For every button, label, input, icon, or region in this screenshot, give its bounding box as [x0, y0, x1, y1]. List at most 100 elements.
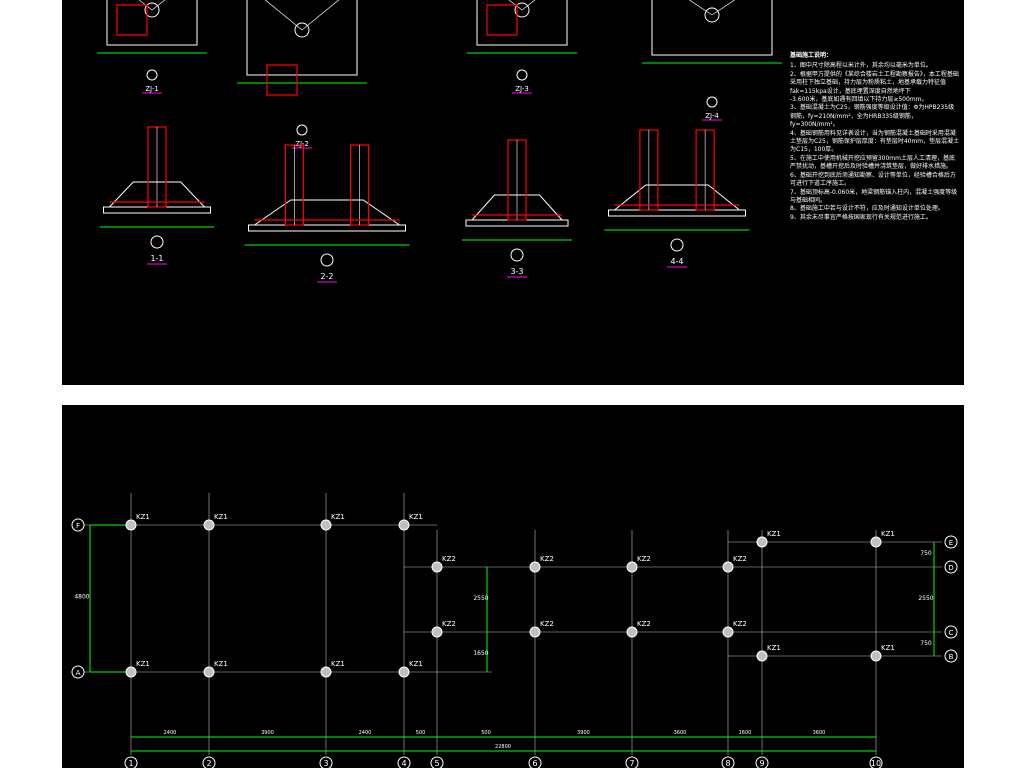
column-label: KZ1: [136, 513, 150, 521]
axis-bubble: [706, 96, 718, 108]
footing-slope-line: [151, 0, 166, 11]
footing-outline: [651, 0, 773, 56]
column-marker: [529, 626, 541, 638]
column-label: KZ1: [767, 530, 781, 538]
column-label: KZ1: [214, 660, 228, 668]
axis-label: 3: [323, 759, 328, 768]
axis-bubble: [944, 649, 958, 663]
dimension-text: 2400: [164, 730, 177, 736]
column-marker: [626, 561, 638, 573]
axis-bubble: [124, 756, 138, 768]
dimension-text: 3600: [674, 730, 687, 736]
note-line: 3、基础混凝土为C25，钢筋强度等级设计值：Φ为HPB235级钢筋，fy=210…: [790, 104, 955, 129]
column-label: KZ2: [540, 555, 554, 563]
column-marker: [398, 519, 410, 531]
axis-label: 9: [759, 759, 764, 768]
axis-bubble: [516, 69, 528, 81]
dimension-text: 500: [416, 730, 426, 736]
axis-label: 2: [206, 759, 211, 768]
dimension-text: 750: [920, 550, 932, 557]
footing-section: [254, 199, 400, 226]
dimension-text: 500: [481, 730, 491, 736]
note-line: 4、基础钢筋用料见详表设计，当为钢筋混凝土基础时采用混凝土垫层为C25，钢筋保护…: [790, 129, 960, 154]
column-marker: [870, 650, 882, 662]
axis-bubble: [430, 756, 444, 768]
section-label: 1-1: [150, 254, 163, 263]
axis-bubble: [71, 518, 85, 532]
rebar-detail: [266, 64, 298, 96]
column-label: KZ1: [214, 513, 228, 521]
note-line: 7、基础顶标高-0.060米，地梁钢筋锚入柱内，混凝土强度等级与基础相同。: [790, 188, 958, 204]
axis-label: 8: [725, 759, 730, 768]
column-label: KZ1: [881, 644, 895, 652]
footing-outline: [246, 0, 358, 76]
column-marker: [398, 666, 410, 678]
axis-bubble: [755, 756, 769, 768]
footing-label: ZJ-3: [515, 85, 529, 93]
footing-slope-line: [508, 0, 523, 11]
column-marker: [320, 519, 332, 531]
dimension-text: 4800: [74, 594, 89, 601]
axis-bubble: [296, 124, 308, 136]
dimension-text: 3900: [577, 730, 590, 736]
column-label: KZ2: [637, 555, 651, 563]
column-marker: [529, 561, 541, 573]
note-line: 9、其余未尽事宜严格按国家现行有关规范进行施工。: [790, 213, 932, 221]
column-label: KZ2: [540, 620, 554, 628]
axis-bubble: [510, 248, 524, 262]
footing-base: [103, 206, 211, 214]
note-line: 5、在施工中使用机械开挖应预留300mm土层人工清理，基底严禁扰动，基槽开挖后及…: [790, 154, 955, 171]
column-marker: [756, 536, 768, 548]
section-label: 2-2: [320, 272, 333, 281]
dimension-text: 3600: [813, 730, 826, 736]
column-marker: [431, 626, 443, 638]
axis-label: 5: [434, 759, 439, 768]
column-marker: [722, 626, 734, 638]
dimension-text: 3900: [261, 730, 274, 736]
footing-slope-line: [301, 0, 340, 31]
axis-label: D: [948, 564, 953, 572]
column-marker: [203, 519, 215, 531]
column-label: KZ2: [637, 620, 651, 628]
dimension-text: 1600: [739, 730, 752, 736]
axis-bubble: [150, 235, 164, 249]
axis-label: 7: [629, 759, 634, 768]
section-1-1: 1-1: [99, 126, 215, 265]
section-label: 4-4: [670, 257, 683, 266]
column-marker: [756, 650, 768, 662]
column-label: KZ2: [733, 555, 747, 563]
note-line: -3.600米，基底如遇有回填以下持力层≥500mm。: [790, 96, 928, 104]
column-label: KZ1: [331, 513, 345, 521]
footing-label: ZJ-2: [295, 140, 309, 148]
column-label: KZ1: [409, 513, 423, 521]
column-label: KZ2: [442, 620, 456, 628]
axis-bubble: [670, 238, 684, 252]
axis-bubble: [944, 560, 958, 574]
axis-bubble: [71, 665, 85, 679]
footing-slope-line: [138, 0, 153, 11]
column-label: KZ1: [881, 530, 895, 538]
axis-label: 10: [871, 759, 881, 768]
axis-label: C: [949, 629, 954, 637]
axis-bubble: [202, 756, 216, 768]
rebar-detail: [116, 4, 148, 36]
column-label: KZ1: [767, 644, 781, 652]
axis-label: 1: [128, 759, 133, 768]
footing-slope-line: [264, 0, 303, 31]
column-label: KZ1: [331, 660, 345, 668]
axis-bubble: [721, 756, 735, 768]
footing-plan-zj3: ZJ-3: [467, 0, 577, 94]
column-marker: [125, 666, 137, 678]
footing-label: ZJ-4: [705, 112, 719, 120]
footing-outline: [106, 0, 198, 46]
note-line: 8、基础施工中若与设计不符，应及时通知设计单位处理。: [790, 205, 944, 213]
axis-bubble: [397, 756, 411, 768]
dimension-text: 2550: [473, 595, 488, 602]
column-marker: [431, 561, 443, 573]
column-circle: [144, 2, 160, 18]
axis-label: A: [76, 669, 81, 677]
footing-section: [614, 184, 740, 211]
section-4-4: 4-4: [604, 129, 750, 268]
